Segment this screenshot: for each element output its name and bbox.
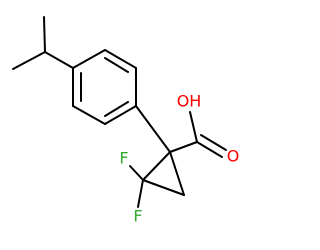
bond-ring-to-cyclopropane: [135, 105, 171, 153]
bond-carboxyl-double-o-2: [200, 134, 227, 151]
bond-isopropyl-methyl-up: [43, 16, 46, 53]
bond-cyclopropane-1: [142, 151, 171, 181]
bond-ring-2: [104, 49, 137, 69]
bond-ring-1: [72, 49, 106, 69]
bond-ring-inner-2: [104, 101, 129, 117]
bond-carboxyl-double-o-1: [196, 141, 223, 158]
structure-svg: OH O F F: [12, 16, 240, 226]
bond-carboxyl-to-oh: [189, 111, 198, 143]
bond-ring-4: [104, 105, 137, 125]
bond-ring-5: [72, 105, 106, 125]
molecule-diagram: OH O F F: [12, 16, 240, 226]
atom-label-f1: F: [119, 149, 128, 168]
bond-ring-inner-1: [104, 57, 129, 73]
atom-label-carbonyl-o: O: [227, 147, 240, 166]
bond-isopropyl-to-ring: [44, 51, 74, 69]
bond-isopropyl-methyl-left: [12, 51, 46, 70]
bond-cyclopropane-2: [142, 179, 185, 196]
bond-c-to-carboxyl: [169, 141, 198, 153]
atom-label-f2: F: [133, 207, 142, 226]
atom-label-oh: OH: [177, 92, 202, 111]
bond-c-f1: [129, 165, 144, 181]
bond-c-f2: [137, 179, 144, 208]
bond-cyclopropane-3: [169, 151, 185, 196]
